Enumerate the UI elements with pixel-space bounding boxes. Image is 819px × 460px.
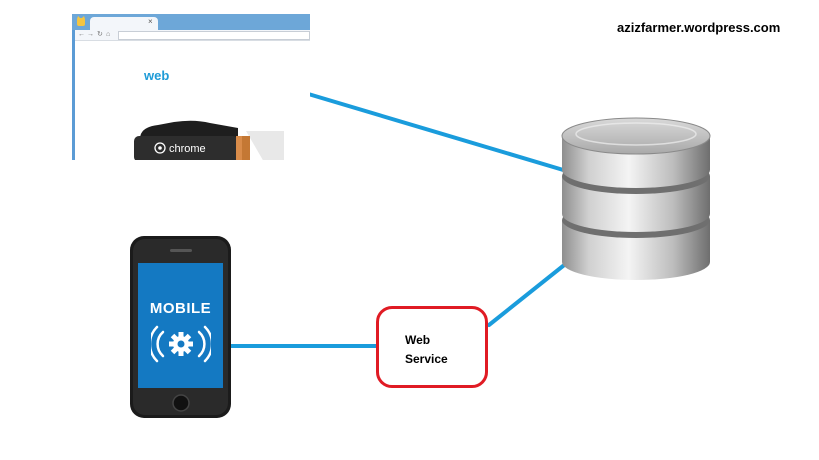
connector-webservice-database — [487, 260, 570, 327]
tab-close-icon[interactable]: × — [148, 17, 153, 26]
home-icon[interactable]: ⌂ — [106, 31, 111, 38]
forward-arrow-icon[interactable]: → — [87, 31, 94, 38]
browser-left-edge — [72, 30, 75, 160]
address-bar[interactable] — [118, 31, 310, 40]
phone-body — [130, 236, 231, 418]
web-service-box: Web Service — [376, 306, 488, 388]
dongle-brand-label: chrome — [169, 143, 206, 155]
reload-icon[interactable]: ↻ — [97, 31, 103, 38]
chrome-dongle: chrome — [134, 120, 284, 160]
browser-window: × ← → ↻ ⌂ web chrome — [72, 14, 310, 160]
mobile-screen-label: MOBILE — [149, 300, 212, 317]
chrome-logo-icon — [154, 142, 166, 154]
web-service-label-line2: Service — [405, 352, 448, 366]
connector-browser-database — [303, 91, 572, 174]
database-icon — [561, 117, 711, 280]
browser-tab[interactable] — [90, 17, 158, 30]
browser-favicon-icon — [77, 16, 85, 26]
site-label: azizfarmer.wordpress.com — [617, 20, 781, 35]
mobile-phone: MOBILE — [130, 236, 231, 418]
home-button-icon — [172, 394, 190, 412]
web-label: web — [144, 68, 170, 83]
back-arrow-icon[interactable]: ← — [78, 31, 85, 38]
web-service-label-line1: Web — [405, 333, 431, 347]
gear-with-waves-icon — [151, 325, 211, 363]
